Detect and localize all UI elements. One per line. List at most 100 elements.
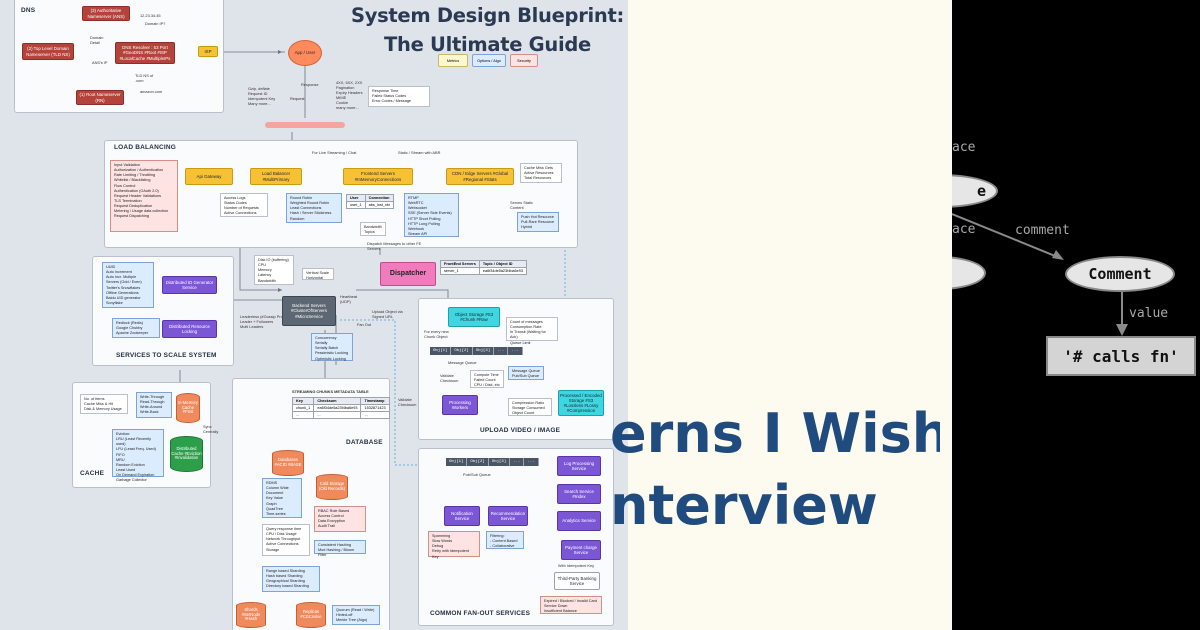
distributed-cache: Distributed Cache #Eviction #Invalidatio… bbox=[170, 436, 203, 472]
db-types: RDMS Column Wide Document Key Value Grap… bbox=[262, 478, 302, 518]
ans-ip-label: ANS's IP bbox=[92, 60, 108, 65]
edge-label-ace-mid: ace bbox=[952, 222, 976, 237]
databases-cylinder: Databases #ACID #BASE bbox=[272, 450, 304, 476]
eviction-policies: Eviction: LRU (Least Recently used) LFU … bbox=[112, 429, 164, 482]
live-streaming-label: For Live Streaming / Chat bbox=[312, 150, 357, 155]
isp-box: ISP bbox=[198, 46, 218, 57]
shards-cylinder: Shards #SetNode #Hash bbox=[236, 602, 266, 628]
chunk-table-title: STREAMING CHUNKS METADATA TABLE bbox=[292, 389, 369, 394]
serves-static-label: Serves Static Content bbox=[510, 200, 533, 211]
dns-section-title: DNS bbox=[21, 7, 36, 14]
replicas-cylinder: Replicas #CDCsolve bbox=[296, 602, 326, 628]
queue-options: Message Queue Pub/Sub Queue bbox=[508, 366, 544, 380]
tld-nameserver: (2) Top Level Domain Nameserver (TLD NS) bbox=[22, 43, 74, 60]
tld-ns-label: TLD NS of .com bbox=[135, 73, 154, 84]
bandwidth-note: Bandwidth Topics bbox=[360, 222, 386, 236]
pubsub-queue: Obj[1]Obj[2]Obj[3]...... bbox=[446, 458, 539, 466]
title-line-2: The Ultimate Guide bbox=[384, 33, 591, 56]
search-service: Search Service #Index bbox=[557, 484, 601, 504]
protocols-list: RTMP WebRTC Websocket SSE (Server Side E… bbox=[404, 193, 459, 237]
title-line-1: System Design Blueprint: bbox=[350, 4, 625, 27]
upload-section-title: UPLOAD VIDEO / IMAGE bbox=[480, 427, 561, 434]
api-gateway: Api Gateway bbox=[185, 168, 233, 185]
worker-metrics: Compute Time Failed Count CPU / Disk, et… bbox=[470, 370, 504, 388]
request-notes: Gzip, deflate Request ID Idempotent Key … bbox=[248, 86, 276, 107]
distributed-id-service: Distributed ID Generator Service bbox=[162, 276, 217, 294]
cover-title-line-1: erns I Wish bbox=[610, 402, 940, 465]
db-metrics: Query response time CPU / Disk Usage Net… bbox=[262, 524, 310, 556]
fan-out-label: Fan Out bbox=[357, 322, 372, 327]
notification-notes: Spamming Slow Words Debug Retry with Ide… bbox=[428, 531, 480, 559]
validate-checksum-label-2: Validate Checksum bbox=[398, 397, 417, 408]
response-metrics: Response Time Failed Status Codes Error … bbox=[368, 86, 430, 107]
compression-metrics: Compression Ratio Storage Consumed Objec… bbox=[508, 398, 552, 416]
sharding-options: Range based Sharding Hash based Sharding… bbox=[262, 566, 320, 592]
legend-metrics: Metrics bbox=[438, 54, 468, 67]
domain-ip-label: Domain IP? bbox=[145, 21, 166, 26]
lb-algorithms: Round Robin Weighted Round Robin Least C… bbox=[286, 193, 342, 223]
fanout-section-title: COMMON FAN-OUT SERVICES bbox=[430, 610, 531, 617]
request-bar bbox=[265, 122, 345, 128]
recommendation-service: Recommendation Service bbox=[488, 506, 528, 526]
upload-queue: Obj[1]Obj[2]Obj[3]...... bbox=[430, 347, 523, 355]
cache-metrics: No. of Items Cache Miss & Hit Disk & Mem… bbox=[80, 394, 128, 414]
edge-label-ace-top: ace bbox=[952, 140, 976, 155]
dns-resolver: DNS Resolver : 53 Port #GeoDNS #Root #IS… bbox=[115, 42, 175, 64]
analytics-service: Analytics Service bbox=[557, 511, 601, 531]
processing-workers: Processing Workers bbox=[442, 395, 478, 415]
object-storage: Object Storage #S3 #Chunk #Raw bbox=[448, 307, 500, 327]
concurrency-options: Concurrency Serially Serially Batch Pess… bbox=[311, 333, 353, 361]
payment-service: Payment charge Service bbox=[561, 540, 601, 560]
ip-label: 12.23.34.45 bbox=[140, 13, 161, 18]
blueprint-title: System Design Blueprint: The Ultimate Gu… bbox=[345, 1, 628, 59]
domain-detail-label: Domain Detail bbox=[90, 35, 104, 46]
response-notes: 4XX, 5XX, 2XX Pagination Expiry Headers … bbox=[336, 80, 363, 111]
processed-storage: Processed / Encoded Storage #S3 #Lossles… bbox=[558, 390, 604, 416]
cdn-edge-servers: CDN / Edge Servers #Global #Regional #St… bbox=[446, 168, 514, 185]
chunk-label: For every new Chunk Object bbox=[424, 329, 449, 340]
third-party-banking: Third-Party Banking Service bbox=[554, 572, 600, 590]
graph-node-comment: Comment bbox=[1065, 256, 1175, 292]
legend-options: Options / Algo bbox=[472, 54, 506, 67]
lock-options: Redlock (Redis) Google Chubby Apache Zoo… bbox=[112, 318, 160, 338]
database-section-title: DATABASE bbox=[346, 439, 383, 446]
upload-object-label: Upload Object via Signed URL bbox=[372, 309, 403, 320]
in-memory-cache: In-Memory Cache #Post bbox=[176, 393, 200, 423]
pubsub-label: Pub/Sub Queue bbox=[463, 472, 491, 477]
graph-edges bbox=[952, 213, 1128, 336]
backend-servers: Backend Servers #ClusterOfServers #Micro… bbox=[282, 296, 336, 326]
authoritative-nameserver: (3) Authoritative Nameserver (ANS) bbox=[82, 6, 130, 21]
response-label: Response bbox=[301, 82, 319, 87]
load-balancer: Load Balancer #MultiPrimary bbox=[250, 168, 302, 185]
backend-metrics: Disk IO (buffering) CPU Memory Latency B… bbox=[254, 255, 294, 285]
idempotent-label: With Idempotent Key bbox=[558, 563, 595, 568]
legend-security: Security bbox=[510, 54, 538, 67]
graph-value-box: '# calls fn' bbox=[1046, 336, 1196, 376]
quorum-options: Quorum (Read / Write) Hinted-off Merkle … bbox=[332, 605, 380, 625]
sync-label: Sync Centrally bbox=[203, 424, 219, 435]
cover-title: erns I Wish nterview bbox=[610, 398, 940, 542]
cover-title-line-2: nterview bbox=[610, 474, 878, 537]
notification-service: Notification Service bbox=[444, 506, 480, 526]
validate-checksum-label: Validate Checksum bbox=[440, 373, 459, 384]
amazon-label: amazon.com bbox=[140, 89, 163, 94]
static-stream-label: Static / Stream with ABR bbox=[398, 150, 441, 155]
cache-section-title: CACHE bbox=[80, 470, 105, 477]
cdn-options: Push Hot Resource Pull-Rare Resource Hyb… bbox=[517, 212, 559, 232]
uuid-options: UUID Auto Increment Auto Incr. Multiple … bbox=[102, 262, 154, 308]
frontend-servers: Frontend Servers #InMemoryConnections bbox=[343, 168, 413, 185]
edge-label-comment: comment bbox=[1015, 223, 1070, 238]
load-balancing-title: LOAD BALANCING bbox=[114, 144, 177, 151]
app-user-node: App / User bbox=[288, 40, 322, 66]
queue-metrics: Count of messages Consumption Rate In Tr… bbox=[506, 317, 558, 345]
scale-services-title: SERVICES TO SCALE SYSTEM bbox=[116, 352, 217, 359]
filtering-notes: Filtering: - Content Based - Collaborati… bbox=[486, 531, 524, 549]
blueprint-panel: System Design Blueprint: The Ultimate Gu… bbox=[0, 0, 628, 630]
distributed-locking-service: Distributed Resource Locking bbox=[162, 320, 217, 338]
cold-storage-cylinder: Cold Storage (Old Records) bbox=[316, 474, 348, 500]
gateway-security-list: Input Validation Authorization / Authent… bbox=[110, 160, 178, 232]
db-security: RBAC Role Based Access Control Data Encr… bbox=[314, 506, 366, 532]
